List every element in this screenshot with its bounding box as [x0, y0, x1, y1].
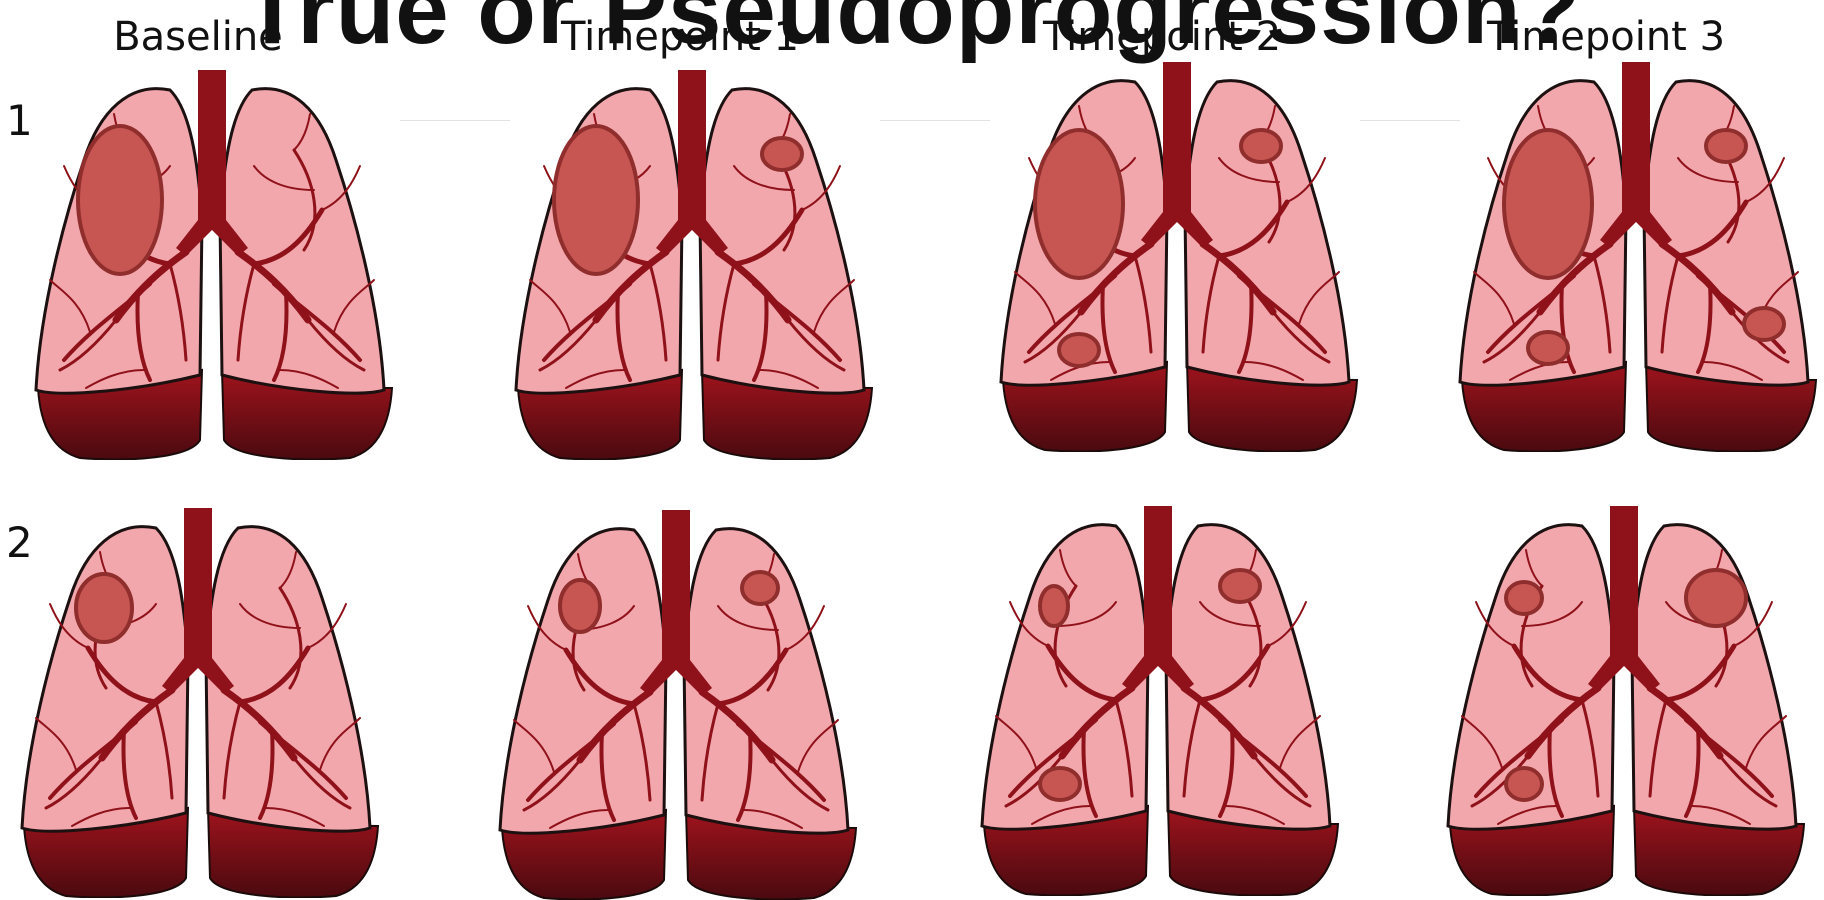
row-label-2: 2: [6, 518, 33, 567]
divider-line: [880, 120, 990, 121]
lesion: [1040, 768, 1080, 800]
row-label-1: 1: [6, 96, 33, 145]
lesion: [76, 574, 132, 642]
lesion: [1220, 570, 1260, 602]
lung-panel-row2-baseline: [6, 508, 386, 898]
lung-panel-row2-timepoint-1: [484, 510, 864, 900]
lung-panel-row1-timepoint-2: [985, 62, 1365, 452]
lesion: [1040, 586, 1068, 626]
column-header-baseline: Baseline: [113, 14, 283, 60]
lung-panel-row2-timepoint-2: [966, 506, 1346, 896]
lesion: [560, 580, 600, 632]
lesion: [1706, 130, 1746, 162]
column-header-timepoint-1: Timepoint 1: [561, 14, 799, 60]
divider-line: [400, 120, 510, 121]
lung-panel-row1-timepoint-1: [500, 70, 880, 460]
column-header-timepoint-2: Timepoint 2: [1043, 14, 1281, 60]
lesion: [1241, 130, 1281, 162]
lesion: [1744, 308, 1784, 340]
lesion: [762, 138, 802, 170]
lesion: [1035, 130, 1123, 278]
lesion: [1686, 570, 1746, 626]
lesion: [742, 572, 778, 604]
lesion: [1506, 582, 1542, 614]
lesion: [1504, 130, 1592, 278]
lung-panel-row1-timepoint-3: [1444, 62, 1824, 452]
column-header-timepoint-3: Timepoint 3: [1487, 14, 1725, 60]
lesion: [1506, 768, 1542, 800]
lung-panel-row2-timepoint-3: [1432, 506, 1812, 896]
lung-panel-row1-baseline: [20, 70, 400, 460]
lesion: [78, 126, 162, 274]
lesion: [554, 126, 638, 274]
lesion: [1528, 332, 1568, 364]
lesion: [1059, 334, 1099, 366]
